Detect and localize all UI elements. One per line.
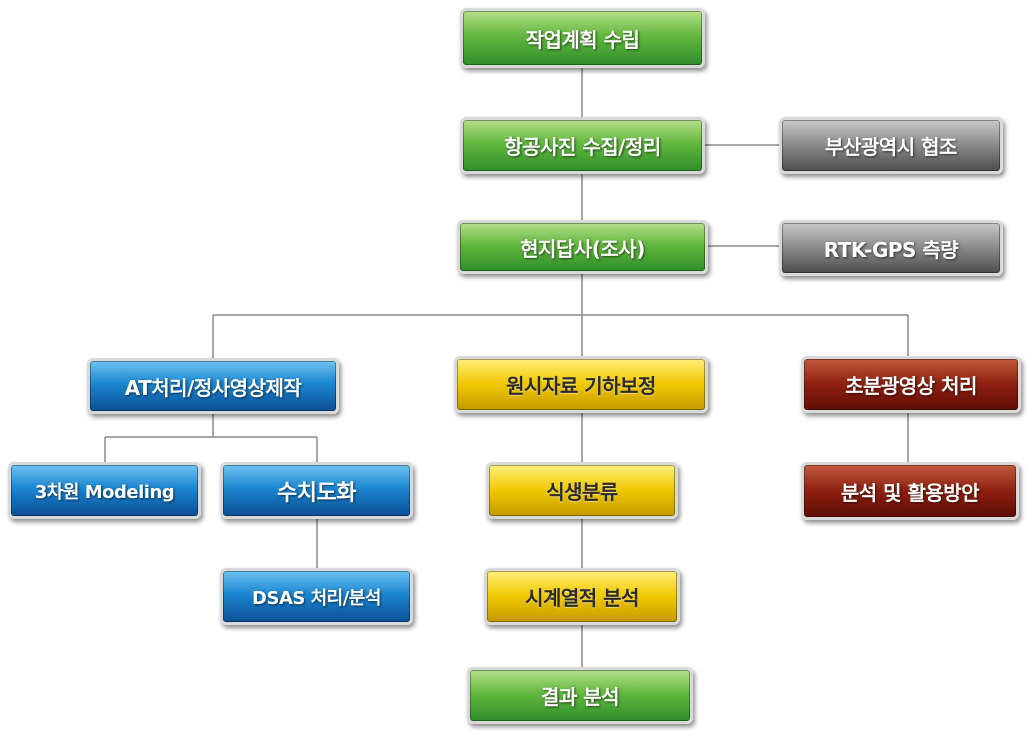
node-aerial-photo: 항공사진 수집/정리 — [460, 117, 705, 174]
node-analysis-use: 분석 및 활용방안 — [801, 462, 1019, 520]
node-hyperspectral: 초분광영상 처리 — [801, 356, 1021, 413]
node-result: 결과 분석 — [467, 667, 693, 724]
node-planning: 작업계획 수립 — [460, 8, 705, 68]
node-modeling-3d: 3차원 Modeling — [8, 462, 201, 519]
node-rtk-gps: RTK-GPS 측량 — [779, 220, 1003, 276]
node-busan-coop: 부산광역시 협조 — [779, 117, 1003, 174]
node-digitizing: 수치도화 — [220, 462, 413, 519]
node-raw-correction: 원시자료 기하보정 — [454, 356, 708, 413]
node-field-survey: 현지답사(조사) — [457, 220, 708, 274]
node-timeseries: 시계열적 분석 — [484, 568, 680, 625]
node-vegetation: 식생분류 — [486, 462, 678, 519]
node-dsas: DSAS 처리/분석 — [220, 568, 413, 625]
node-at-ortho: AT처리/정사영상제작 — [87, 358, 339, 414]
